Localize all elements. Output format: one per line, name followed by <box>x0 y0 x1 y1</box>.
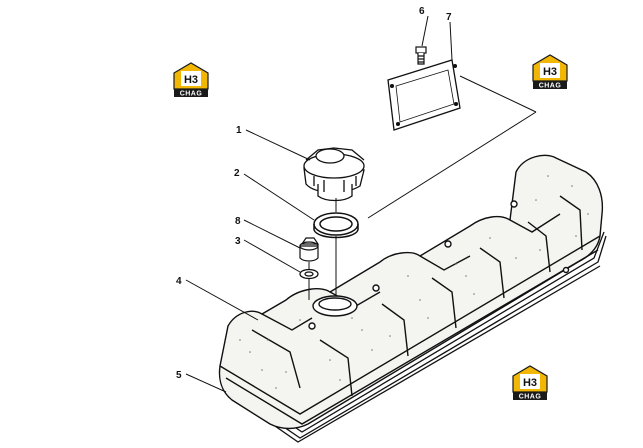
cover-texture <box>239 175 589 389</box>
callout-3: 3 <box>235 236 241 247</box>
callout-7: 7 <box>446 12 452 23</box>
callout-1: 1 <box>236 125 242 136</box>
callout-2: 2 <box>234 168 240 179</box>
watermark-text-bottom: CHAG <box>539 83 562 90</box>
watermark-text-bottom: CHAG <box>180 91 203 98</box>
oil-filler-cap <box>303 147 365 202</box>
leader-lines <box>185 15 537 393</box>
bolt <box>415 46 427 65</box>
callout-4: 4 <box>176 276 182 287</box>
watermark-logo-right-top: H3 CHAG <box>532 54 568 90</box>
nut <box>299 237 320 262</box>
nameplate <box>387 59 461 131</box>
washer <box>299 268 319 280</box>
cap-seal-ring <box>313 212 359 239</box>
valve-cover <box>218 154 604 430</box>
watermark-logo-left: H3 CHAG <box>173 62 209 98</box>
callout-5: 5 <box>176 370 182 381</box>
watermark-text-top: H3 <box>523 377 537 389</box>
callout-8: 8 <box>235 216 241 227</box>
callout-6: 6 <box>419 6 425 17</box>
watermark-text-top: H3 <box>184 74 198 86</box>
watermark-logo-right-bottom: H3 CHAG <box>512 365 548 401</box>
watermark-text-top: H3 <box>543 66 557 78</box>
watermark-text-bottom: CHAG <box>519 394 542 401</box>
callout-labels: 1 2 3 4 5 6 7 8 <box>176 6 452 381</box>
